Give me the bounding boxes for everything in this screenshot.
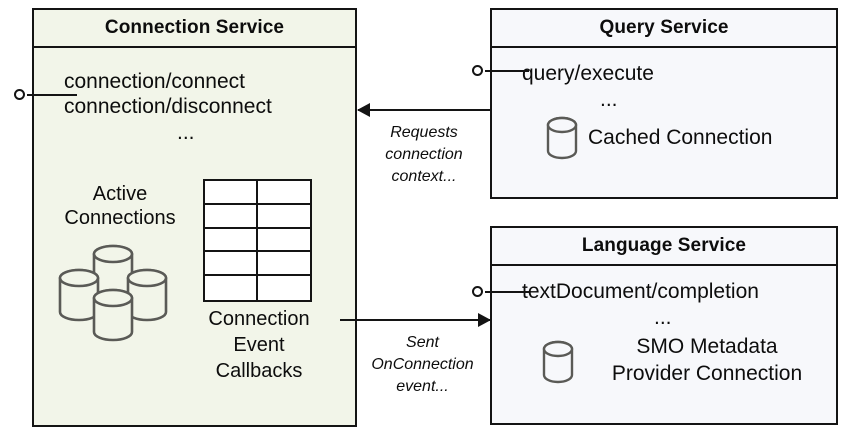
table-cell xyxy=(205,252,258,277)
database-cluster-icon xyxy=(52,236,182,347)
connection-service-api-ellipsis: ... xyxy=(177,121,195,144)
interface-ring-icon xyxy=(472,65,483,76)
query-service-api-execute: query/execute xyxy=(522,62,654,85)
interface-ring-icon xyxy=(472,286,483,297)
interface-stem xyxy=(485,70,529,72)
query-service-interface-connector[interactable] xyxy=(472,61,529,81)
smo-metadata-label-line1: SMO Metadata xyxy=(636,335,778,358)
connection-service-title: Connection Service xyxy=(34,10,355,48)
table-cell xyxy=(257,252,310,277)
active-connections-label-line1: Active xyxy=(92,183,148,205)
connection-event-callbacks-table xyxy=(203,179,312,302)
interface-stem xyxy=(485,291,529,293)
cached-connection-cylinder-icon xyxy=(544,114,580,167)
query-service-body: query/execute ... Cached Connection xyxy=(492,48,836,197)
interface-stem xyxy=(27,94,77,96)
connector-connection-to-language xyxy=(340,313,491,327)
table-cell xyxy=(257,229,310,253)
table-cell xyxy=(205,204,258,229)
connector-query-to-connection xyxy=(357,103,490,117)
connector-connection-to-language-label-line1: Sent xyxy=(406,334,439,351)
active-connections-label-line2: Connections xyxy=(64,207,176,229)
table-cell xyxy=(258,276,311,300)
connector-connection-to-language-label-line2: OnConnection xyxy=(371,356,474,373)
cached-connection-label: Cached Connection xyxy=(588,126,773,149)
connection-service-box[interactable]: Connection Service connection/connect co… xyxy=(32,8,357,427)
language-service-box[interactable]: Language Service textDocument/completion… xyxy=(490,226,838,425)
arrowhead-right-icon xyxy=(478,313,491,327)
callbacks-label-line2: Event xyxy=(233,334,285,356)
table-cell xyxy=(205,228,258,253)
callbacks-label-line3: Callbacks xyxy=(215,360,303,382)
connection-service-interface-connector[interactable] xyxy=(14,85,77,105)
language-service-interface-connector[interactable] xyxy=(472,282,529,302)
smo-metadata-label-line2: Provider Connection xyxy=(611,362,803,385)
query-service-box[interactable]: Query Service query/execute ... Cached C… xyxy=(490,8,838,199)
language-service-title: Language Service xyxy=(492,228,836,266)
table-cell xyxy=(257,181,310,205)
table-cell xyxy=(257,205,310,229)
smo-metadata-cylinder-icon xyxy=(540,338,576,391)
query-service-api-ellipsis: ... xyxy=(600,88,618,111)
connector-query-to-connection-label-line3: context... xyxy=(391,168,457,185)
language-service-body: textDocument/completion ... SMO Metadata… xyxy=(492,266,836,423)
connector-query-to-connection-label-line2: connection xyxy=(385,146,463,163)
language-service-api-completion: textDocument/completion xyxy=(522,280,759,303)
language-service-api-ellipsis: ... xyxy=(654,306,672,329)
table-cell xyxy=(205,181,258,205)
arrowhead-left-icon xyxy=(357,103,370,117)
connection-service-api-disconnect: connection/disconnect xyxy=(64,95,272,118)
connection-service-body: connection/connect connection/disconnect… xyxy=(34,48,355,425)
interface-ring-icon xyxy=(14,89,25,100)
connector-connection-to-language-label-line3: event... xyxy=(396,378,449,395)
connector-query-to-connection-label-line1: Requests xyxy=(390,124,458,141)
query-service-title: Query Service xyxy=(492,10,836,48)
table-cell xyxy=(205,276,258,300)
connection-service-api-connect: connection/connect xyxy=(64,70,245,93)
callbacks-label-line1: Connection xyxy=(208,308,310,330)
